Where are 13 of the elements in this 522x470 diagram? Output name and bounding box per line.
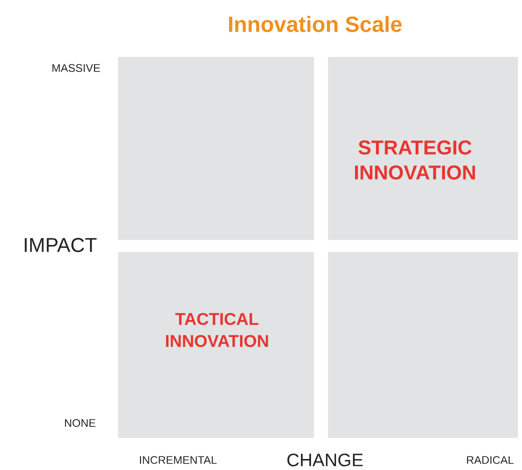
axis-label: IMPACT [24,238,97,252]
axis-label: RADICAL [467,456,514,464]
axis-label: INCREMENTAL [140,456,217,464]
quadrant-label: STRATEGIC INNOVATION [355,140,475,180]
axis-label: CHANGE [287,454,363,466]
quadrant-box [328,57,518,240]
quadrant-box [118,57,314,240]
axis-label: NONE [65,419,96,427]
axis-label: MASSIVE [52,64,100,72]
quadrant-box [118,252,314,438]
quadrant-label: TACTICAL INNOVATION [166,312,268,348]
quadrant-box [328,252,518,438]
title: Innovation Scale [229,16,402,32]
